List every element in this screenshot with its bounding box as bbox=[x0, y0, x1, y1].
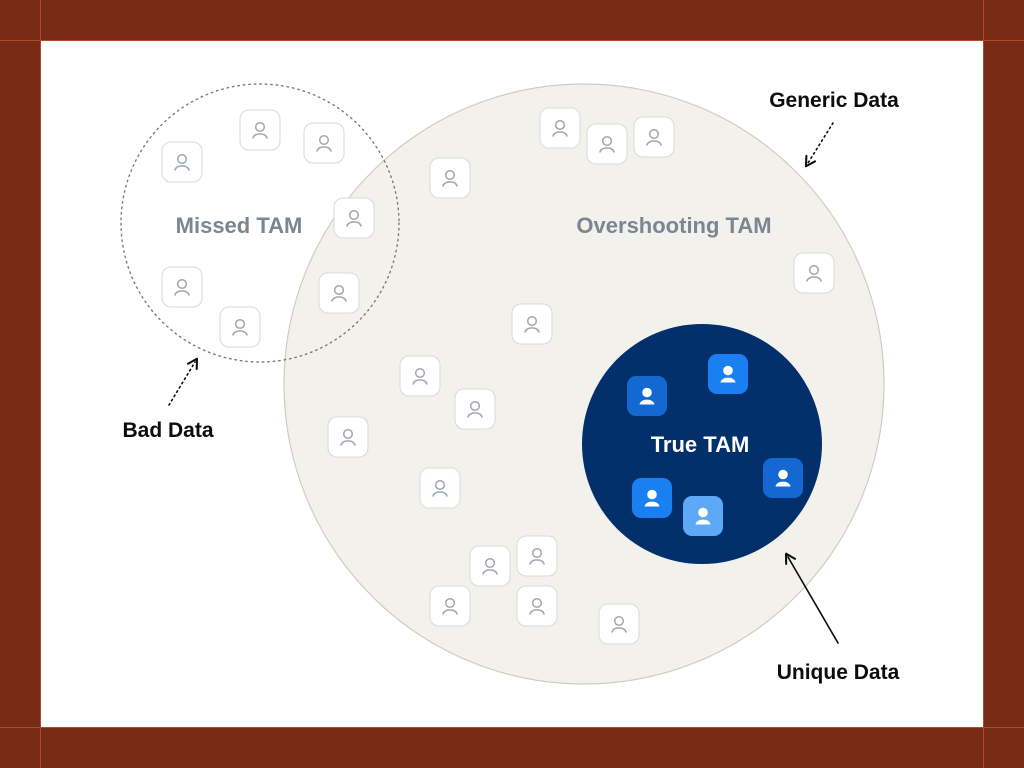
user-outline-icon bbox=[646, 128, 662, 146]
true-tam-user-tile bbox=[627, 376, 667, 416]
user-outline-icon bbox=[316, 134, 332, 152]
user-outline-icon bbox=[331, 284, 347, 302]
user-outline-icon bbox=[252, 121, 268, 139]
user-tile bbox=[511, 303, 553, 345]
user-tile bbox=[633, 116, 675, 158]
bad-data-label: Bad Data bbox=[122, 419, 213, 442]
true-tam-label: True TAM bbox=[651, 432, 750, 457]
user-outline-icon bbox=[552, 119, 568, 137]
user-tile bbox=[219, 306, 261, 348]
guide-line-left bbox=[40, 0, 41, 768]
user-outline-icon bbox=[174, 153, 190, 171]
user-tile bbox=[419, 467, 461, 509]
user-tile bbox=[516, 585, 558, 627]
user-tile bbox=[516, 535, 558, 577]
user-tile bbox=[469, 545, 511, 587]
guide-line-bottom bbox=[0, 727, 1024, 728]
user-tile bbox=[793, 252, 835, 294]
missed-tam-label: Missed TAM bbox=[176, 213, 303, 238]
user-outline-icon bbox=[611, 615, 627, 633]
user-outline-icon bbox=[467, 400, 483, 418]
user-tile bbox=[399, 355, 441, 397]
user-outline-icon bbox=[806, 264, 822, 282]
user-outline-icon bbox=[412, 367, 428, 385]
user-outline-icon bbox=[482, 557, 498, 575]
true-tam-user-tile bbox=[763, 458, 803, 498]
user-outline-icon bbox=[174, 278, 190, 296]
unique-data-arrow bbox=[785, 552, 839, 644]
user-outline-icon bbox=[442, 169, 458, 187]
bad-data-arrow bbox=[168, 357, 199, 406]
user-outline-icon bbox=[340, 428, 356, 446]
user-tiles-group bbox=[161, 107, 835, 645]
user-outline-icon bbox=[232, 318, 248, 336]
true-tam-user-tile bbox=[708, 354, 748, 394]
user-outline-icon bbox=[432, 479, 448, 497]
diagram-canvas: Missed TAM Overshooting TAM True TAM Gen… bbox=[41, 41, 983, 727]
user-tile bbox=[429, 157, 471, 199]
user-filled-icon bbox=[695, 507, 711, 525]
user-tile bbox=[539, 107, 581, 149]
true-tam-user-tile bbox=[683, 496, 723, 536]
user-tile bbox=[327, 416, 369, 458]
generic-data-arrow bbox=[804, 122, 834, 168]
user-tile bbox=[161, 266, 203, 308]
user-outline-icon bbox=[442, 597, 458, 615]
user-tile bbox=[318, 272, 360, 314]
generic-data-label: Generic Data bbox=[769, 89, 899, 112]
true-tam-user-tile bbox=[632, 478, 672, 518]
user-outline-icon bbox=[599, 135, 615, 153]
unique-data-label: Unique Data bbox=[777, 661, 900, 684]
overshooting-tam-label: Overshooting TAM bbox=[576, 213, 771, 238]
user-tile bbox=[586, 123, 628, 165]
user-tile bbox=[161, 141, 203, 183]
user-outline-icon bbox=[529, 547, 545, 565]
user-tile bbox=[454, 388, 496, 430]
user-filled-icon bbox=[720, 365, 736, 383]
missed-tam-circle bbox=[120, 83, 400, 363]
user-filled-icon bbox=[775, 469, 791, 487]
user-tile bbox=[333, 197, 375, 239]
user-filled-icon bbox=[639, 387, 655, 405]
user-filled-icon bbox=[644, 489, 660, 507]
user-outline-icon bbox=[524, 315, 540, 333]
guide-line-right bbox=[983, 0, 984, 768]
guide-line-top bbox=[0, 40, 1024, 41]
user-tile bbox=[598, 603, 640, 645]
user-tile bbox=[429, 585, 471, 627]
user-outline-icon bbox=[529, 597, 545, 615]
user-tile bbox=[239, 109, 281, 151]
user-tile bbox=[303, 122, 345, 164]
user-outline-icon bbox=[346, 209, 362, 227]
tam-venn-diagram: Missed TAM Overshooting TAM True TAM Gen… bbox=[120, 83, 900, 685]
